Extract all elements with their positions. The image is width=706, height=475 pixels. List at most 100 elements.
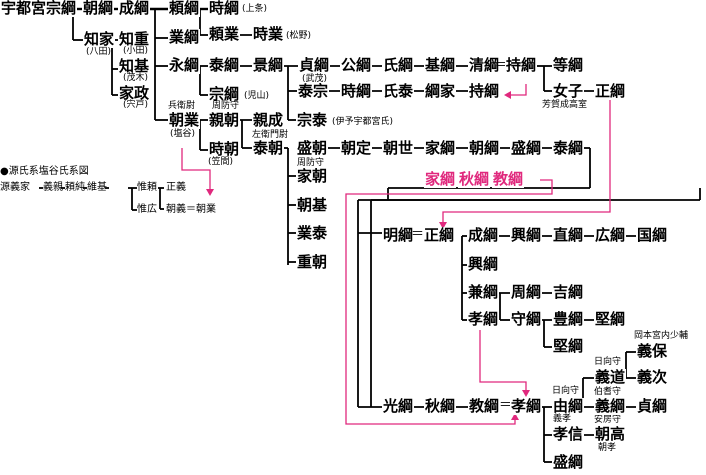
person-chikanari: 親成 bbox=[252, 111, 285, 129]
person-narinari: 業綱 bbox=[168, 28, 201, 46]
title-ietomo: 周防守 bbox=[297, 158, 325, 168]
person-okitsuna: 興綱 bbox=[510, 226, 543, 244]
title-yasutomo: 左衛門尉 bbox=[252, 130, 289, 140]
person-naritsuna: 成綱 bbox=[118, 0, 151, 17]
person-naritsuna2: 成綱 bbox=[467, 226, 500, 244]
person-kiyotsuna: 清綱 bbox=[468, 56, 501, 74]
person-tokitsuna2: 時綱 bbox=[340, 82, 373, 100]
adoption-sign-kiyotsuna: ＝ bbox=[495, 58, 509, 73]
title-yoshimichi: 日向守 bbox=[594, 357, 622, 367]
person-shigetomo: 重朝 bbox=[296, 253, 329, 271]
person-ietomo: 家朝 bbox=[296, 167, 329, 185]
minamoto-koreyori: 惟頼 bbox=[137, 182, 157, 193]
person-yasutsuna2: 泰綱 bbox=[552, 139, 585, 157]
person-mitsutsuna: 光綱 bbox=[382, 397, 415, 415]
minamoto-yorizumi: 頼純 bbox=[65, 182, 85, 193]
person-moritsuna: 盛綱 bbox=[510, 139, 543, 157]
person-joshi: 女子 bbox=[552, 82, 585, 100]
note-munehide: (伊予宇都宮氏) bbox=[332, 117, 394, 127]
person-chikatsuna: 周綱 bbox=[510, 283, 543, 301]
minamoto-yoshichika: 義親 bbox=[43, 182, 63, 193]
person-ujitsuna: 氏綱 bbox=[382, 56, 415, 74]
person-ietsuna: 家綱 bbox=[424, 139, 457, 157]
minamoto-tomoyoshi: 朝義＝朝業 bbox=[166, 204, 216, 215]
person-utsunomiya-munetsuna: 宇都宮宗綱 bbox=[0, 0, 78, 17]
person-yoshitsugu: 義次 bbox=[636, 368, 669, 386]
person-akitsuna: 明綱 bbox=[382, 226, 415, 244]
person-masatsuna2: 正綱 bbox=[423, 226, 456, 244]
person-tomomoto2: 朝基 bbox=[296, 196, 329, 214]
person-moritsuna2: 守綱 bbox=[510, 310, 543, 328]
person-tomomoto: 知基 bbox=[118, 57, 151, 75]
person-noritsuna-adopted: 教綱 bbox=[492, 170, 525, 188]
title-yoshiyasu: 岡本宮内少輔 bbox=[634, 331, 689, 341]
person-yoshitsuna2: 由綱 bbox=[552, 397, 585, 415]
person-sadatsuna2: 貞綱 bbox=[636, 397, 669, 415]
person-kintsuna: 公綱 bbox=[340, 56, 373, 74]
person-yorinari: 頼業 bbox=[208, 25, 241, 43]
person-yoshimichi: 義道 bbox=[594, 368, 627, 386]
person-takatsuna2: 孝綱 bbox=[510, 397, 543, 415]
person-yoritsuna: 頼綱 bbox=[168, 0, 201, 17]
note-tomoie: (八田) bbox=[86, 47, 112, 57]
person-mochitsuna: 持綱 bbox=[505, 56, 538, 74]
person-tomotsuna: 朝綱 bbox=[82, 0, 115, 17]
person-tokitsuna: 時綱 bbox=[208, 0, 241, 17]
person-tomoyo: 朝世 bbox=[382, 139, 415, 157]
person-tsunaie: 綱家 bbox=[424, 82, 457, 100]
person-munetsuna2: 宗綱 bbox=[208, 85, 241, 103]
person-yoshiyasu: 義保 bbox=[636, 342, 669, 360]
title-tomonari: 兵衛尉 bbox=[168, 101, 196, 111]
note-tomomoto: (茂木) bbox=[123, 73, 149, 83]
person-moritomo: 盛朝 bbox=[296, 139, 329, 157]
person-mochitsuna2: 持綱 bbox=[468, 82, 501, 100]
person-yasutomo: 泰朝 bbox=[252, 139, 285, 157]
person-kagetsuna: 景綱 bbox=[252, 56, 285, 74]
person-katatsuna: 堅綱 bbox=[594, 310, 627, 328]
person-tomoshige: 知重 bbox=[118, 30, 151, 48]
note-tokinari: (松野) bbox=[286, 31, 312, 41]
person-tomotsuna2: 朝綱 bbox=[468, 139, 501, 157]
person-kanetsuna: 兼綱 bbox=[467, 283, 500, 301]
person-hitotsuna: 等綱 bbox=[552, 56, 585, 74]
person-naotsuna: 直綱 bbox=[552, 226, 585, 244]
person-toyotsuna: 豊綱 bbox=[552, 310, 585, 328]
person-moritsuna3: 盛綱 bbox=[552, 453, 585, 471]
person-akitsuna-adopted: 秋綱 bbox=[458, 170, 491, 188]
person-takanobu: 孝信 bbox=[552, 425, 585, 443]
note-haga: 芳賀成高室 bbox=[542, 100, 588, 110]
title-chikatomo: 周防守 bbox=[212, 101, 240, 111]
note-tokitsuna: (上条) bbox=[242, 4, 268, 14]
person-yoshitsuna3: 義綱 bbox=[594, 397, 627, 415]
person-nagatsuna: 永綱 bbox=[168, 56, 201, 74]
person-sadatsuna: 貞綱 bbox=[298, 56, 331, 74]
person-mototsuna: 基綱 bbox=[424, 56, 457, 74]
person-tomonari: 朝業 bbox=[168, 111, 201, 129]
person-munehide: 宗泰 bbox=[296, 111, 329, 129]
note-iemasa: (宍戸) bbox=[123, 100, 149, 110]
minamoto-koremoto: 維基 bbox=[87, 182, 107, 193]
person-tomotaka: 朝高 bbox=[594, 425, 627, 443]
note-tomonari: (塩谷) bbox=[170, 129, 196, 139]
person-yasutsuna: 泰綱 bbox=[208, 56, 241, 74]
note-yoshitaka: 義孝 bbox=[553, 414, 572, 424]
title-yoshitsuna3: 伯耆守 bbox=[594, 387, 622, 397]
person-tokitomo: 時朝 bbox=[208, 140, 241, 158]
person-noritsuna2: 教綱 bbox=[468, 397, 501, 415]
person-ietsuna-adopted: 家綱 bbox=[424, 170, 457, 188]
adoption-sign-akitsuna: ＝ bbox=[411, 227, 425, 242]
person-chikatomo: 親朝 bbox=[208, 111, 241, 129]
person-ujiyasu: 氏泰 bbox=[382, 82, 415, 100]
person-okitsuna2: 興綱 bbox=[467, 255, 500, 273]
note-tomoshige: (小田) bbox=[123, 46, 149, 56]
adoption-sign-noritsuna: ＝ bbox=[499, 398, 513, 413]
person-yoshitsuna: 吉綱 bbox=[552, 283, 585, 301]
person-hirotsuna: 広綱 bbox=[594, 226, 627, 244]
person-takatsuna: 孝綱 bbox=[467, 310, 500, 328]
person-iemasa: 家政 bbox=[118, 84, 151, 102]
person-katatsuna2: 堅綱 bbox=[552, 337, 585, 355]
person-narihide: 業泰 bbox=[296, 224, 329, 242]
note-tomotaka: 朝孝 bbox=[598, 443, 617, 453]
minamoto-heading: ●源氏系塩谷氏系図 bbox=[0, 166, 89, 177]
